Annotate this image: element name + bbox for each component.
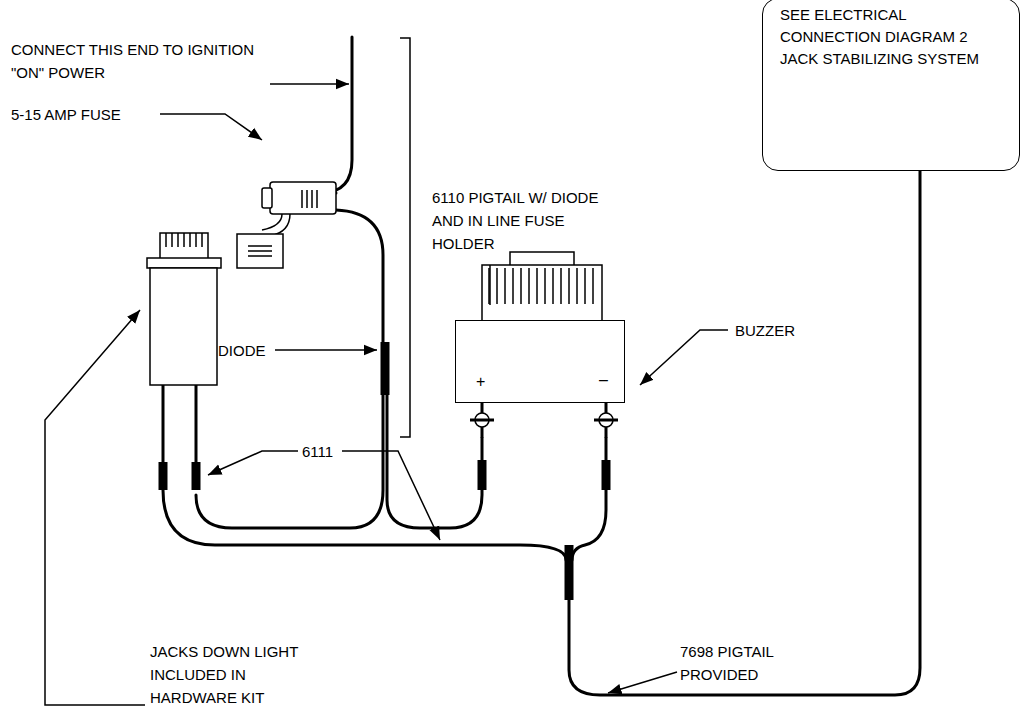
part-label: DIODE (218, 339, 266, 362)
leader-lines (45, 84, 728, 705)
note-box: SEE ELECTRICAL CONNECTION DIAGRAM 2 JACK… (762, 0, 1020, 171)
terminal-sign: – (599, 371, 608, 389)
part-label: BUZZER (735, 319, 795, 342)
note-text: SEE ELECTRICAL CONNECTION DIAGRAM 2 JACK… (780, 4, 985, 70)
terminal-sign: + (476, 373, 485, 391)
fuse-holder (237, 182, 336, 268)
callout-number: 6111 (302, 440, 333, 463)
part-label: 6110 PIGTAIL W/ DIODE AND IN LINE FUSE H… (432, 186, 617, 255)
part-label: 7698 PIGTAIL PROVIDED (680, 640, 845, 686)
bracket (400, 38, 410, 437)
note-label: CONNECT THIS END TO IGNITION "ON" POWER (11, 38, 266, 84)
buzzer-box: +– (455, 320, 625, 403)
jacks-down-light (147, 233, 221, 462)
fuse-label: 5-15 AMP FUSE (11, 103, 121, 126)
part-label: JACKS DOWN LIGHT INCLUDED IN HARDWARE KI… (150, 640, 320, 709)
